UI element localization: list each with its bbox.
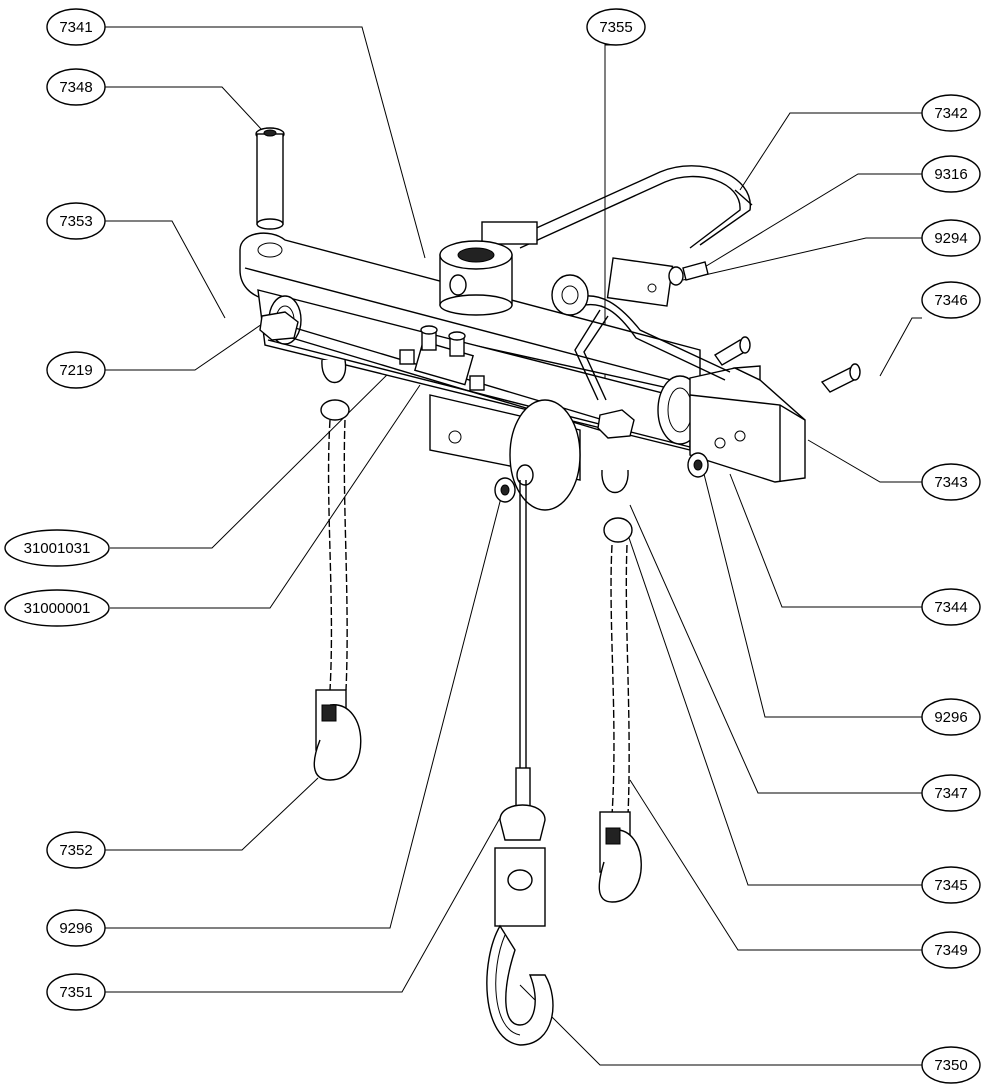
svg-text:7347: 7347 <box>934 785 967 802</box>
callout-31001031: 31001031 <box>4 529 110 567</box>
callout-7353: 7353 <box>46 202 106 240</box>
callout-7355: 7355 <box>586 8 646 46</box>
svg-text:7341: 7341 <box>59 19 92 36</box>
svg-text:9294: 9294 <box>934 230 967 247</box>
svg-text:9296: 9296 <box>934 709 967 726</box>
svg-text:7342: 7342 <box>934 105 967 122</box>
svg-text:7344: 7344 <box>934 599 967 616</box>
svg-text:7350: 7350 <box>934 1057 967 1074</box>
handle-bar <box>509 165 751 246</box>
callout-9294: 9294 <box>921 219 981 257</box>
callout-labels: 7341 7348 7353 7219 31001031 31000001 73… <box>4 8 981 1084</box>
callout-9316: 9316 <box>921 155 981 193</box>
callout-9296-left: 9296 <box>46 909 106 947</box>
callout-7352: 7352 <box>46 831 106 869</box>
callout-7347: 7347 <box>921 774 981 812</box>
callout-7351: 7351 <box>46 973 106 1011</box>
svg-text:7352: 7352 <box>59 842 92 859</box>
svg-text:7348: 7348 <box>59 79 92 96</box>
callout-9296-right: 9296 <box>921 698 981 736</box>
svg-text:7349: 7349 <box>934 942 967 959</box>
handle-plate-left <box>481 221 538 245</box>
svg-text:9296: 9296 <box>59 920 92 937</box>
svg-text:7353: 7353 <box>59 213 92 230</box>
svg-text:7345: 7345 <box>934 877 967 894</box>
hoist-assembly <box>239 127 861 1046</box>
callout-31000001: 31000001 <box>4 589 110 627</box>
svg-text:31001031: 31001031 <box>24 540 91 557</box>
callout-7350: 7350 <box>921 1046 981 1084</box>
svg-text:7351: 7351 <box>59 984 92 1001</box>
callout-7345: 7345 <box>921 866 981 904</box>
callout-7341: 7341 <box>46 8 106 46</box>
callout-7348: 7348 <box>46 68 106 106</box>
handle-plate-right <box>606 257 674 307</box>
main-hook <box>486 924 554 1046</box>
svg-text:31000001: 31000001 <box>24 600 91 617</box>
svg-text:7346: 7346 <box>934 292 967 309</box>
leader-lines <box>105 26 922 1066</box>
callout-7349: 7349 <box>921 931 981 969</box>
callout-7346: 7346 <box>921 281 981 319</box>
svg-text:7219: 7219 <box>59 362 92 379</box>
callout-7342: 7342 <box>921 94 981 132</box>
svg-text:7355: 7355 <box>599 19 632 36</box>
callout-7344: 7344 <box>921 588 981 626</box>
callout-7343: 7343 <box>921 463 981 501</box>
svg-text:7343: 7343 <box>934 474 967 491</box>
callout-7219: 7219 <box>46 351 106 389</box>
svg-text:9316: 9316 <box>934 166 967 183</box>
